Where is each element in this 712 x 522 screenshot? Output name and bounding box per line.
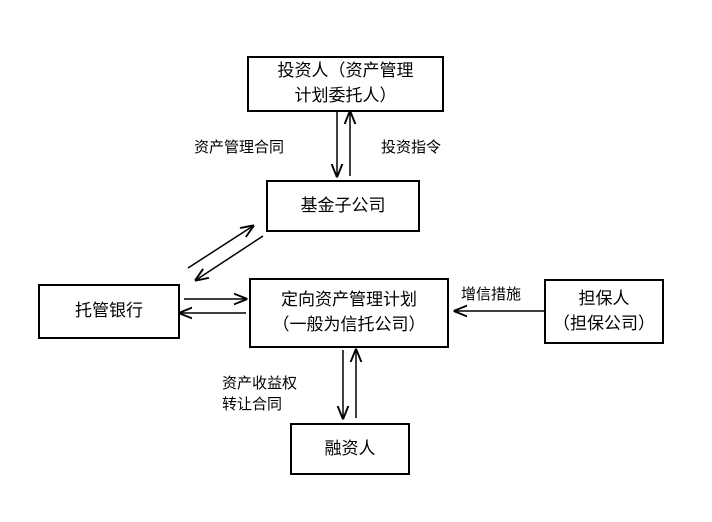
fund-subsidiary-node: 基金子公司: [266, 180, 420, 232]
asset-plan-label-line2: （一般为信托公司）: [272, 315, 426, 335]
investor-label-line2: 计划委托人）: [294, 86, 397, 106]
arrow-custodian-to-fund: [187, 226, 253, 269]
edge-label-income-right-line1: 资产收益权: [222, 374, 298, 392]
edge-label-credit-enhancement: 增信措施: [461, 285, 522, 303]
edge-label-income-right-line2: 转让合同: [222, 395, 283, 413]
fund-subsidiary-label: 基金子公司: [300, 195, 386, 216]
asset-plan-label-line1: 定向资产管理计划: [281, 290, 417, 310]
investor-label-line1: 投资人（资产管理: [277, 61, 414, 81]
edge-label-asset-mgmt-contract: 资产管理合同: [194, 138, 285, 156]
custodian-bank-node: 托管银行: [38, 284, 180, 339]
guarantor-node: 担保人 （担保公司）: [544, 279, 664, 344]
guarantor-label-line2: （担保公司）: [553, 313, 655, 334]
financer-node: 融资人: [290, 423, 410, 475]
guarantor-label-line1: 担保人: [578, 288, 630, 309]
edge-label-investment-instruction: 投资指令: [381, 138, 442, 156]
arrow-fund-to-custodian: [196, 235, 264, 280]
custodian-bank-label: 托管银行: [75, 301, 143, 321]
financer-label: 融资人: [324, 438, 376, 459]
asset-plan-node: 定向资产管理计划 （一般为信托公司）: [249, 278, 449, 348]
investor-node: 投资人（资产管理 计划委托人）: [247, 56, 444, 112]
